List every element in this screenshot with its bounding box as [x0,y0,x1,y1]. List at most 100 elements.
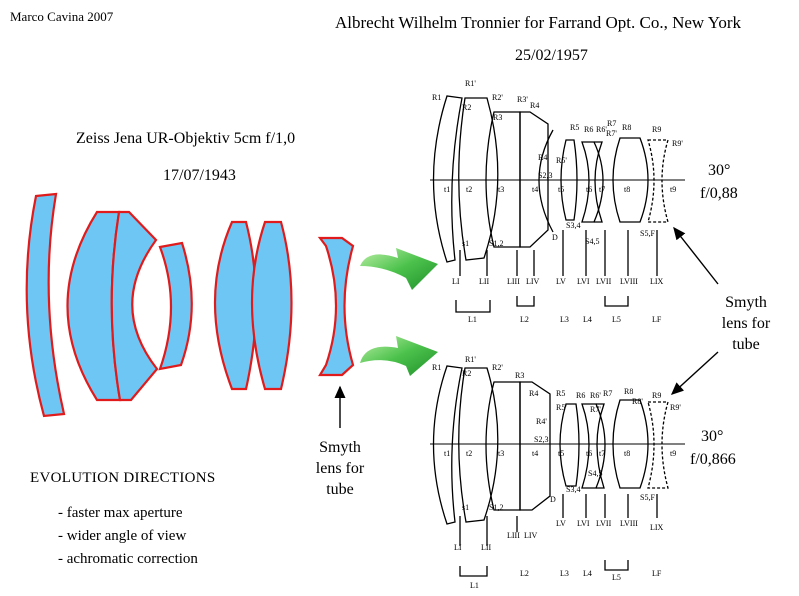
space-label: s1 [462,503,469,512]
element-label: LIII [507,531,520,540]
element-LVII [594,141,603,223]
element-LVIII [612,137,649,223]
space-label: s1 [462,239,469,248]
zeiss-element-3 [110,210,159,402]
radius-label: R5' [556,156,567,165]
group-label: L2 [520,569,529,578]
thickness-label: t3 [498,449,504,458]
radius-label: R5 [556,389,565,398]
group-label: L3 [560,569,569,578]
thickness-label: t2 [466,185,472,194]
upper-labels: R1 R1' R2 R2' R3 R3' R4 R4' R5 R5' R6 R6… [432,79,683,324]
smyth-pointer-lower [670,351,719,395]
thickness-label: t5 [558,449,564,458]
thickness-label: t9 [670,449,676,458]
upper-design-angle: 30° [708,162,731,179]
evolution-item: - faster max aperture [58,505,183,521]
lower-design-angle: 30° [701,428,724,445]
group-bracket-L5 [604,560,629,571]
group-label: L3 [560,315,569,324]
element-LIV [519,111,549,248]
smyth-label-line: Smyth [725,294,767,311]
evolution-item: - achromatic correction [58,551,198,567]
thickness-label: t2 [466,449,472,458]
element-label: LIII [507,277,520,286]
radius-label: R7' [590,405,601,414]
zeiss-lens-name: Zeiss Jena UR-Objektiv 5cm f/1,0 [76,130,296,147]
lower-tronnier-diagram [430,365,685,577]
group-label: L5 [612,315,621,324]
space-label: D [552,233,558,242]
element-label: LVII [596,519,612,528]
space-label: S3,4 [566,485,580,494]
patent-date: 25/02/1957 [515,47,588,64]
radius-label: R3 [515,371,524,380]
thickness-label: t1 [444,449,450,458]
radius-label: R7 [603,389,612,398]
author-credit: Marco Cavina 2007 [10,9,114,24]
element-LI [432,95,463,263]
space-label: S3,4 [566,221,580,230]
thickness-label: t7 [599,449,605,458]
group-bracket-L5 [604,296,629,307]
zeiss-smyth-element [317,236,355,377]
space-label: S2,3 [534,435,548,444]
radius-label: R2' [492,363,503,372]
element-LV [559,403,580,487]
zeiss-lens-date: 17/07/1943 [163,167,236,184]
element-label: LVII [596,277,612,286]
thickness-label: t3 [498,185,504,194]
radius-label: R6' [590,391,601,400]
radius-label: R3 [493,113,502,122]
radius-label: R9' [672,139,683,148]
radius-label: R9 [652,125,661,134]
thickness-label: t5 [558,185,564,194]
thickness-label: t6 [586,185,592,194]
radius-label: R1 [432,93,441,102]
space-label: S1,2 [489,239,503,248]
radius-label: R3' [517,95,528,104]
zeiss-element-4 [158,241,193,371]
group-label: L1 [468,315,477,324]
smyth-lens-label-left: Smyth lens for tube [300,437,380,500]
space-label: S5,F [640,493,655,502]
radius-label: R9' [670,403,681,412]
group-label: L2 [520,315,529,324]
space-label: S1,2 [489,503,503,512]
element-LII [458,97,499,261]
group-bracket-L2 [516,296,535,307]
space-label: S2,3 [538,171,552,180]
group-label: L1 [470,581,479,590]
radius-label: R7' [606,129,617,138]
element-label: LIV [524,531,538,540]
space-label: S4,5 [588,469,602,478]
radius-label: R4' [538,153,549,162]
smyth-label-line: tube [326,481,354,498]
radius-label: R8 [622,123,631,132]
element-label: LI [452,277,460,286]
element-label: LIX [650,277,664,286]
radius-label: R2' [492,93,503,102]
element-label: LII [481,543,492,552]
radius-label: R1' [465,79,476,88]
thickness-label: t6 [586,449,592,458]
space-label: D [550,495,556,504]
group-label: LF [652,569,662,578]
radius-label: R1' [465,355,476,364]
element-label: LI [454,543,462,552]
evolution-item: - wider angle of view [58,528,187,544]
radius-label: R9 [652,391,661,400]
radius-label: R8 [624,387,633,396]
thickness-label: t9 [670,185,676,194]
element-label: LVI [577,277,590,286]
evolution-heading: EVOLUTION DIRECTIONS [30,470,216,486]
lower-labels: R1 R1' R2 R2' R3 R4 R4' R5 R5' R6 R6' R7… [432,355,681,590]
group-label: L4 [583,569,592,578]
space-label: S5,F [640,229,655,238]
element-LIV [519,381,551,511]
group-bracket-L1 [455,300,491,313]
group-label: LF [652,315,662,324]
zeiss-element-6 [250,220,293,391]
element-label: LVIII [620,519,638,528]
element-label: LII [479,277,490,286]
